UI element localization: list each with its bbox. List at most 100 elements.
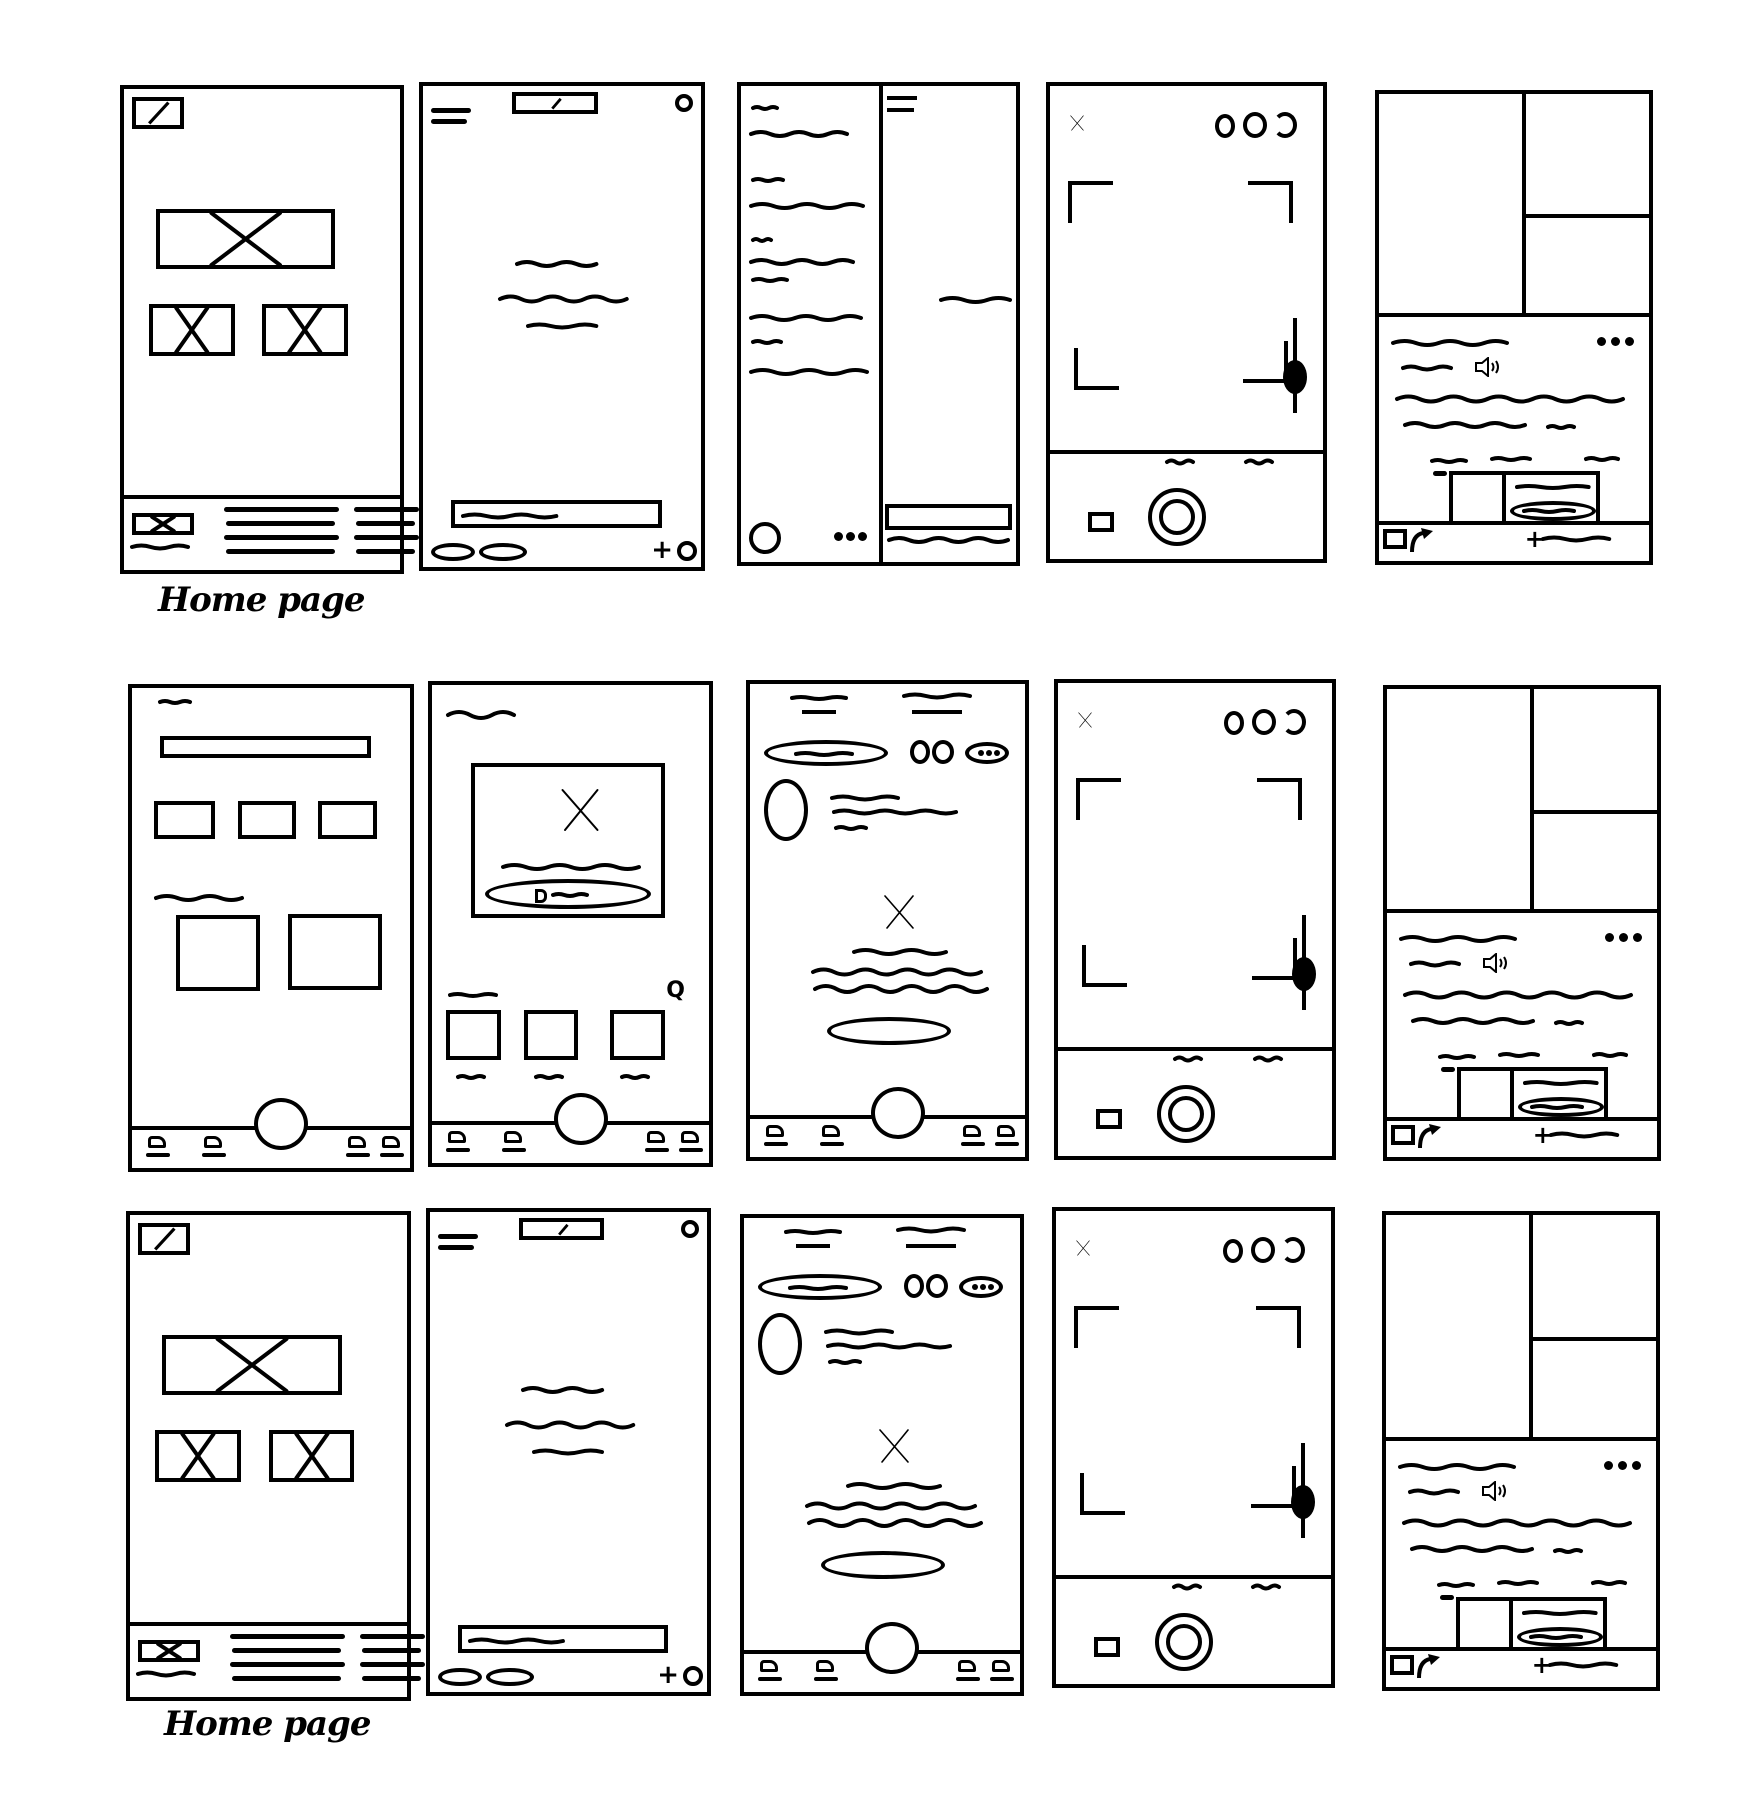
mode-label-photo[interactable] — [1173, 1053, 1204, 1065]
flip-camera-icon[interactable] — [1282, 709, 1306, 735]
product-pill-button[interactable] — [1509, 501, 1597, 521]
mode-label-video[interactable] — [1252, 1053, 1283, 1065]
nav-tab-explore-icon[interactable] — [814, 1660, 838, 1686]
center-fab-button[interactable] — [871, 1087, 925, 1139]
media-main-image[interactable] — [1387, 689, 1530, 909]
category-box-3[interactable] — [318, 801, 377, 839]
product-pill-button[interactable] — [1516, 1627, 1604, 1647]
tag-pill[interactable] — [764, 740, 888, 766]
gallery-icon[interactable] — [1088, 512, 1114, 532]
add-icon[interactable]: + — [657, 1660, 679, 1690]
nav-tab-home-icon[interactable] — [764, 1125, 788, 1151]
nav-tab-explore-icon[interactable] — [502, 1131, 526, 1157]
menu-icon[interactable] — [887, 96, 917, 112]
option-circle-2[interactable] — [931, 740, 954, 764]
nav-tab-activity-icon[interactable] — [961, 1125, 985, 1151]
timer-option-icon[interactable] — [1243, 112, 1267, 138]
speaker-icon[interactable] — [1481, 1479, 1511, 1503]
list-item-title[interactable] — [751, 175, 785, 185]
add-icon[interactable]: + — [1524, 525, 1545, 553]
share-icon[interactable] — [1416, 1651, 1442, 1679]
pill-button-2[interactable] — [479, 543, 527, 561]
logo-bar[interactable] — [518, 1218, 605, 1240]
list-item-title[interactable] — [751, 337, 783, 347]
mode-label-video[interactable] — [1243, 456, 1274, 468]
nav-tab-home-icon[interactable] — [758, 1660, 782, 1686]
nav-tab-explore-icon[interactable] — [202, 1136, 226, 1162]
flash-option-icon[interactable] — [1223, 1239, 1243, 1263]
list-item-text[interactable] — [749, 127, 849, 141]
list-item-text[interactable] — [749, 311, 863, 325]
thumbnail-1[interactable] — [446, 1010, 501, 1060]
category-box-1[interactable] — [154, 801, 216, 839]
zoom-slider[interactable] — [1292, 915, 1316, 1010]
thumbnail-2[interactable] — [524, 1010, 578, 1060]
product-card[interactable] — [1449, 471, 1601, 523]
featured-pill-button[interactable] — [484, 879, 651, 909]
add-label[interactable] — [1541, 533, 1612, 545]
shutter-button[interactable] — [1148, 488, 1207, 546]
nav-tab-2[interactable] — [284, 507, 339, 562]
more-pill[interactable] — [959, 1276, 1004, 1298]
nav-tab-home-icon[interactable] — [446, 1131, 470, 1157]
avatar[interactable] — [758, 1313, 802, 1375]
add-icon[interactable]: + — [1531, 1651, 1552, 1679]
more-pill[interactable] — [964, 742, 1009, 764]
nav-tab-1[interactable] — [230, 1634, 302, 1689]
list-item-text[interactable] — [749, 199, 865, 213]
search-bar[interactable] — [159, 736, 372, 758]
center-fab-button[interactable] — [254, 1098, 309, 1150]
mode-label-photo[interactable] — [1164, 456, 1195, 468]
nav-tab-activity-icon[interactable] — [956, 1660, 980, 1686]
hamburger-menu-icon[interactable] — [438, 1234, 478, 1252]
message-input[interactable] — [450, 499, 663, 528]
nav-tab-profile-icon[interactable] — [380, 1136, 404, 1162]
pill-button-2[interactable] — [486, 1668, 534, 1686]
option-circle-2[interactable] — [926, 1274, 949, 1298]
mode-label-photo[interactable] — [1171, 1581, 1202, 1593]
add-label[interactable] — [1548, 1659, 1619, 1671]
speaker-icon[interactable] — [1482, 951, 1512, 975]
option-circle-1[interactable] — [904, 1274, 925, 1298]
gallery-icon[interactable] — [1096, 1109, 1122, 1129]
tab-label-2[interactable] — [902, 690, 972, 702]
center-fab-button[interactable] — [865, 1622, 920, 1674]
mode-label-video[interactable] — [1251, 1581, 1282, 1593]
wallet-icon[interactable] — [1391, 1125, 1415, 1145]
zoom-slider[interactable] — [1291, 1443, 1315, 1538]
shutter-button[interactable] — [1156, 1085, 1215, 1143]
more-options-icon[interactable] — [1597, 337, 1637, 347]
gallery-icon[interactable] — [1094, 1637, 1120, 1657]
slider-thumb[interactable] — [1292, 957, 1316, 991]
hamburger-menu-icon[interactable] — [431, 108, 471, 126]
profile-icon[interactable] — [675, 94, 693, 112]
nav-tab-1[interactable] — [224, 507, 296, 562]
message-input[interactable] — [457, 1624, 669, 1653]
product-card[interactable] — [1456, 1597, 1608, 1649]
logo-bar[interactable] — [511, 92, 599, 114]
pill-button-1[interactable] — [438, 1668, 482, 1686]
timer-option-icon[interactable] — [1252, 709, 1276, 735]
nav-tab-profile-icon[interactable] — [995, 1125, 1019, 1151]
more-options-icon[interactable] — [834, 532, 870, 542]
flip-camera-icon[interactable] — [1273, 112, 1297, 138]
timer-option-icon[interactable] — [1251, 1237, 1275, 1263]
avatar[interactable] — [764, 779, 808, 841]
logo-placeholder[interactable] — [138, 1223, 190, 1255]
list-item-title[interactable] — [751, 103, 779, 113]
speaker-icon[interactable] — [1474, 355, 1504, 379]
media-main-image[interactable] — [1379, 94, 1522, 313]
card-1[interactable] — [176, 915, 260, 991]
center-fab-button[interactable] — [553, 1093, 608, 1145]
list-item-title[interactable] — [751, 235, 773, 245]
tab-label-2[interactable] — [896, 1224, 966, 1236]
list-item-title[interactable] — [751, 275, 789, 285]
media-main-image[interactable] — [1386, 1215, 1529, 1437]
profile-icon[interactable] — [681, 1220, 699, 1238]
nav-tab-3[interactable] — [360, 1634, 425, 1689]
logo-placeholder[interactable] — [132, 97, 184, 129]
more-options-icon[interactable] — [1605, 933, 1645, 943]
wallet-icon[interactable] — [1383, 529, 1407, 549]
slider-thumb[interactable] — [1291, 1485, 1315, 1519]
add-icon[interactable]: + — [1532, 1121, 1553, 1149]
